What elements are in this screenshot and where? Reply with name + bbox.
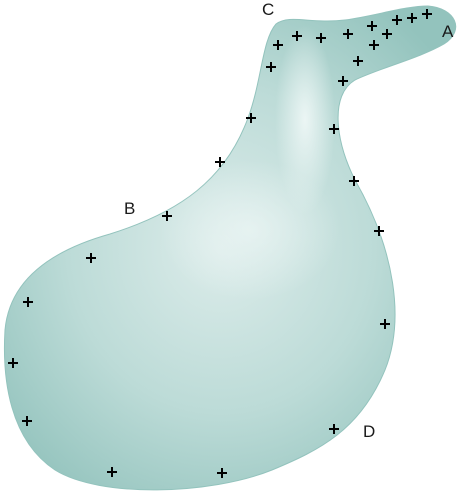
plus-marker — [23, 297, 33, 307]
plus-marker — [215, 157, 225, 167]
plus-marker — [292, 31, 302, 41]
plus-marker — [316, 33, 326, 43]
plus-marker — [407, 13, 417, 23]
plus-marker — [266, 62, 276, 72]
plus-marker — [353, 56, 363, 66]
plus-marker — [374, 226, 384, 236]
point-label-d: D — [363, 422, 376, 441]
point-label-a: A — [442, 22, 454, 41]
plus-marker — [343, 29, 353, 39]
plus-marker — [107, 467, 117, 477]
plus-marker — [273, 40, 283, 50]
plus-marker — [329, 424, 339, 434]
plus-marker — [392, 15, 402, 25]
plus-marker — [246, 113, 256, 123]
plus-marker — [422, 9, 432, 19]
point-label-c: C — [262, 0, 275, 19]
plus-marker — [86, 253, 96, 263]
plus-marker — [338, 76, 348, 86]
plus-marker — [369, 40, 379, 50]
plus-marker — [22, 416, 32, 426]
plus-marker — [162, 211, 172, 221]
organ-shape — [3, 5, 457, 491]
plus-marker — [367, 21, 377, 31]
plus-marker — [8, 358, 18, 368]
point-label-b: B — [124, 199, 136, 218]
body-highlight — [160, 160, 340, 300]
plus-marker — [217, 468, 227, 478]
plus-marker — [329, 124, 339, 134]
plus-marker — [382, 29, 392, 39]
plus-marker — [380, 319, 390, 329]
plus-marker — [349, 176, 359, 186]
plus-markers — [8, 9, 432, 478]
